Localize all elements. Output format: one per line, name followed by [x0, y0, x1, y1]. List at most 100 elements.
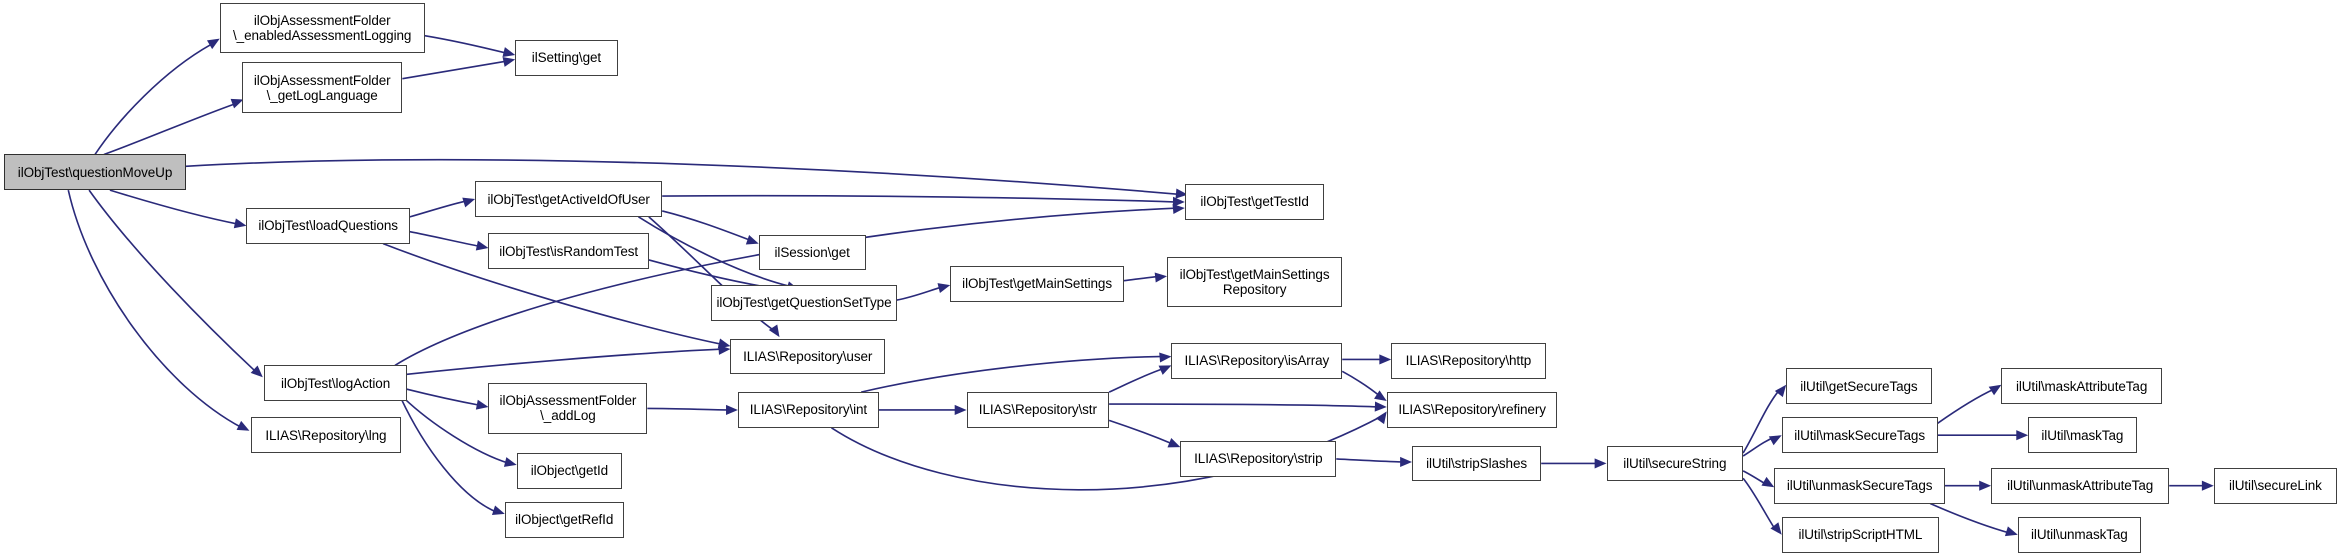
- graph-node-label: ILIAS\Repository\str: [978, 402, 1097, 418]
- graph-node-secureLink[interactable]: ilUtil\secureLink: [2213, 467, 2337, 504]
- graph-node-unmaskSecureTags[interactable]: ilUtil\unmaskSecureTags: [1774, 467, 1945, 504]
- graph-node-label: ilObjAssessmentFolder \_enabledAssessmen…: [233, 13, 412, 44]
- graph-node-label: ilObjTest\questionMoveUp: [17, 164, 173, 180]
- graph-node-maskAttributeTag[interactable]: ilUtil\maskAttributeTag: [2001, 368, 2162, 404]
- graph-edge-loadQuestions-to-getActiveIdOfUser: [409, 197, 476, 218]
- graph-node-ilObjectGetId[interactable]: ilObject\getId: [516, 453, 623, 489]
- graph-node-label: ilObjTest\isRandomTest: [499, 243, 639, 259]
- graph-node-ilObjectGetRefId[interactable]: ilObject\getRefId: [504, 502, 624, 538]
- graph-node-getMainSettingsRepository[interactable]: ilObjTest\getMainSettings Repository: [1167, 256, 1343, 308]
- graph-edge-repositoryIsArray-to-repositoryHttp: [1342, 354, 1392, 365]
- graph-edge-repositoryStr-to-repositoryIsArray: [1108, 365, 1172, 393]
- graph-node-questionMoveUp[interactable]: ilObjTest\questionMoveUp: [4, 154, 186, 191]
- graph-edge-questionMoveUp-to-logAction: [88, 189, 263, 378]
- graph-edge-unmaskSecureTags-to-unmaskAttributeTag: [1945, 480, 1992, 491]
- graph-edge-questionMoveUp-to-loadQuestions: [109, 189, 247, 229]
- graph-node-label: ILIAS\Repository\int: [749, 402, 868, 418]
- graph-node-label: ilObjAssessmentFolder \_getLogLanguage: [253, 72, 391, 103]
- graph-node-repositoryStrip[interactable]: ILIAS\Repository\strip: [1180, 441, 1337, 477]
- graph-edge-secureString-to-unmaskSecureTags: [1742, 470, 1775, 488]
- graph-node-label: ilObjTest\getMainSettings: [962, 276, 1112, 292]
- graph-node-ilSessionGet[interactable]: ilSession\get: [758, 234, 866, 271]
- graph-node-isRandomTest[interactable]: ilObjTest\isRandomTest: [488, 233, 649, 269]
- graph-edge-getQuestionSetType-to-getMainSettings: [896, 283, 951, 301]
- graph-node-label: ilObject\getRefId: [515, 512, 614, 528]
- graph-edge-repositoryIsArray-to-repositoryRefinery: [1341, 370, 1387, 402]
- graph-node-label: ilUtil\getSecureTags: [1800, 378, 1918, 394]
- graph-node-loadQuestions[interactable]: ilObjTest\loadQuestions: [246, 207, 410, 244]
- graph-node-repositoryLng[interactable]: ILIAS\Repository\lng: [250, 417, 401, 454]
- graph-edge-unmaskAttributeTag-to-secureLink: [2169, 480, 2214, 491]
- graph-node-label: ilSetting\get: [531, 50, 602, 66]
- graph-node-repositoryStr[interactable]: ILIAS\Repository\str: [966, 392, 1110, 428]
- graph-edge-questionMoveUp-to-repositoryLng: [67, 189, 250, 431]
- graph-node-label: ilObjTest\logAction: [280, 375, 391, 391]
- graph-node-label: ilObject\getId: [530, 463, 609, 479]
- graph-edge-questionMoveUp-to-getTestId: [185, 158, 1188, 199]
- graph-node-label: ilUtil\unmaskSecureTags: [1786, 478, 1933, 494]
- graph-node-unmaskAttributeTag[interactable]: ilUtil\unmaskAttributeTag: [1991, 467, 2170, 504]
- graph-node-repositoryUser[interactable]: ILIAS\Repository\user: [730, 338, 885, 375]
- graph-edge-repositoryStr-to-repositoryStrip: [1108, 419, 1181, 448]
- graph-node-label: ilUtil\maskTag: [2041, 427, 2124, 443]
- graph-edge-logAction-to-addLog: [406, 388, 489, 410]
- graph-node-stripScriptHTML[interactable]: ilUtil\stripScriptHTML: [1781, 516, 1940, 553]
- graph-edge-questionMoveUp-to-getLogLanguage: [103, 98, 244, 156]
- graph-node-label: ilObjTest\getMainSettings Repository: [1179, 267, 1330, 298]
- graph-node-getLogLanguage[interactable]: ilObjAssessmentFolder \_getLogLanguage: [242, 62, 403, 113]
- graph-edge-loadQuestions-to-isRandomTest: [409, 230, 489, 251]
- graph-node-label: ilObjAssessmentFolder \_addLog: [499, 393, 637, 424]
- graph-node-getActiveIdOfUser[interactable]: ilObjTest\getActiveIdOfUser: [475, 181, 663, 217]
- graph-edge-maskSecureTags-to-maskAttributeTag: [1937, 384, 2002, 424]
- graph-edge-getLogLanguage-to-ilSettingGet: [402, 56, 516, 80]
- graph-node-label: ilUtil\unmaskTag: [2031, 527, 2128, 543]
- graph-node-repositoryHttp[interactable]: ILIAS\Repository\http: [1391, 343, 1546, 379]
- graph-edge-enabledAssessmentLogging-to-ilSettingGet: [424, 34, 516, 57]
- graph-node-label: ILIAS\Repository\refinery: [1398, 402, 1546, 418]
- graph-node-label: ilObjTest\getActiveIdOfUser: [487, 191, 650, 207]
- graph-node-label: ilUtil\stripScriptHTML: [1798, 527, 1923, 543]
- graph-node-unmaskTag[interactable]: ilUtil\unmaskTag: [2017, 516, 2141, 553]
- graph-node-label: ilUtil\secureLink: [2228, 478, 2322, 494]
- graph-edge-addLog-to-repositoryInt: [647, 404, 738, 416]
- graph-node-label: ilObjTest\loadQuestions: [258, 218, 398, 234]
- graph-edge-questionMoveUp-to-enabledAssessmentLogging: [94, 38, 220, 155]
- graph-edge-repositoryInt-to-repositoryIsArray: [860, 352, 1172, 393]
- graph-edge-secureString-to-maskSecureTags: [1742, 435, 1782, 457]
- graph-node-label: ilUtil\secureString: [1623, 455, 1727, 471]
- graph-node-label: ILIAS\Repository\user: [743, 348, 873, 364]
- graph-node-enabledAssessmentLogging[interactable]: ilObjAssessmentFolder \_enabledAssessmen…: [219, 2, 425, 54]
- graph-node-getMainSettings[interactable]: ilObjTest\getMainSettings: [950, 265, 1124, 302]
- graph-node-repositoryIsArray[interactable]: ILIAS\Repository\isArray: [1171, 343, 1343, 379]
- graph-edge-repositoryStr-to-repositoryRefinery: [1109, 401, 1387, 412]
- graph-node-stripSlashes[interactable]: ilUtil\stripSlashes: [1411, 445, 1542, 482]
- graph-node-maskSecureTags[interactable]: ilUtil\maskSecureTags: [1781, 417, 1938, 454]
- graph-node-getTestId[interactable]: ilObjTest\getTestId: [1184, 184, 1325, 220]
- graph-edge-unmaskSecureTags-to-unmaskTag: [1929, 502, 2018, 537]
- graph-edge-getActiveIdOfUser-to-ilSessionGet: [662, 210, 759, 245]
- graph-edge-repositoryInt-to-repositoryStr: [878, 404, 967, 416]
- graph-edge-repositoryStrip-to-stripSlashes: [1336, 456, 1412, 467]
- graph-node-maskTag[interactable]: ilUtil\maskTag: [2028, 417, 2137, 454]
- graph-edge-logAction-to-repositoryUser: [406, 344, 731, 376]
- graph-node-label: ilUtil\maskSecureTags: [1794, 427, 1925, 443]
- graph-node-label: ilUtil\stripSlashes: [1426, 455, 1528, 471]
- graph-node-logAction[interactable]: ilObjTest\logAction: [264, 365, 407, 402]
- graph-node-getQuestionSetType[interactable]: ilObjTest\getQuestionSetType: [711, 285, 897, 321]
- graph-node-ilSettingGet[interactable]: ilSetting\get: [515, 40, 618, 76]
- graph-node-label: ilUtil\unmaskAttributeTag: [2007, 478, 2154, 494]
- graph-edge-getMainSettings-to-getMainSettingsRepository: [1123, 272, 1168, 283]
- graph-edge-stripSlashes-to-secureString: [1541, 458, 1607, 469]
- graph-node-repositoryInt[interactable]: ILIAS\Repository\int: [737, 392, 879, 428]
- graph-node-repositoryRefinery[interactable]: ILIAS\Repository\refinery: [1386, 392, 1558, 428]
- graph-node-addLog[interactable]: ilObjAssessmentFolder \_addLog: [488, 383, 648, 434]
- graph-edge-maskSecureTags-to-maskTag: [1937, 430, 2029, 441]
- graph-node-label: ilSession\get: [774, 244, 850, 260]
- graph-node-label: ILIAS\Repository\isArray: [1184, 353, 1330, 369]
- graph-edge-getActiveIdOfUser-to-getTestId: [662, 194, 1185, 207]
- graph-node-label: ILIAS\Repository\http: [1405, 353, 1532, 369]
- graph-node-label: ilObjTest\getQuestionSetType: [716, 295, 892, 311]
- graph-node-getSecureTags[interactable]: ilUtil\getSecureTags: [1786, 368, 1932, 404]
- graph-node-secureString[interactable]: ilUtil\secureString: [1606, 445, 1744, 482]
